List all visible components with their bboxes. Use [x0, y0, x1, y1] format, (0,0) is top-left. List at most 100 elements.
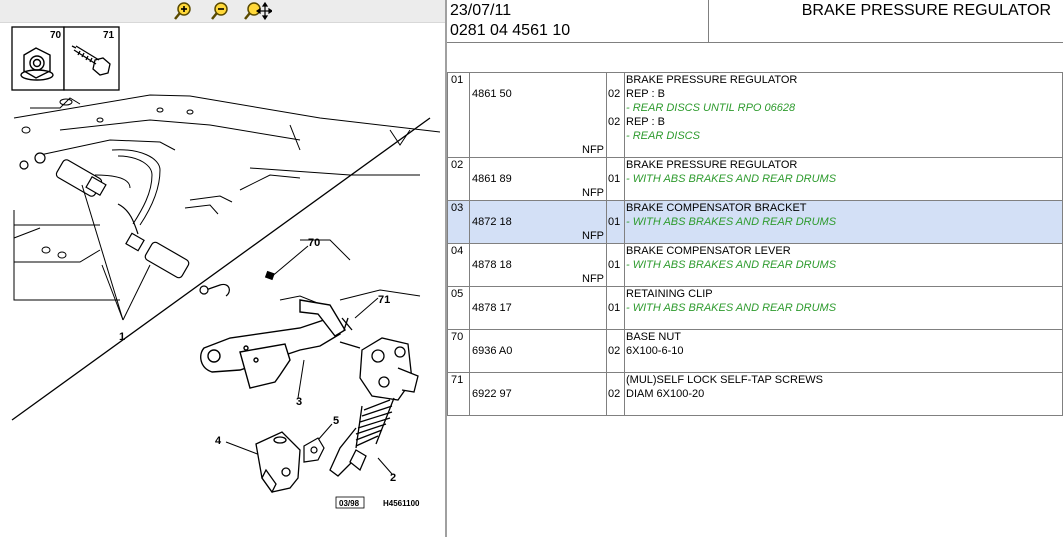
exploded-parts-diagram: 70 71 [11, 26, 441, 509]
header-divider [447, 42, 1063, 43]
quantity [608, 287, 624, 301]
nfp-flag: NFP [582, 273, 604, 285]
quantity [608, 401, 624, 415]
row-quantity-cell: 01 [606, 243, 625, 287]
quantity: 02 [608, 88, 621, 100]
description-text [626, 186, 1062, 200]
quantity [608, 373, 624, 387]
callout-70: 70 [308, 237, 320, 249]
condition-text: - WITH ABS BRAKES AND REAR DRUMS [626, 259, 837, 271]
quantity: 02 [608, 388, 621, 400]
header-reference: 0281 04 4561 10 [450, 22, 571, 39]
callout-71: 71 [378, 294, 390, 306]
toolbar [0, 0, 445, 23]
part-number[interactable]: 6936 A0 [472, 345, 513, 357]
quantity [608, 101, 624, 115]
legend-71-label: 71 [103, 30, 115, 41]
row-part-cell: 4878 18 NFP [469, 243, 607, 287]
row-quantity-cell: 01 [606, 200, 625, 244]
callout-5: 5 [333, 415, 339, 427]
row-description-cell: BRAKE COMPENSATOR BRACKET- WITH ABS BRAK… [624, 200, 1063, 244]
row-quantity-cell: 01 [606, 157, 625, 201]
pressure-regulator [329, 337, 419, 477]
quantity [608, 73, 624, 87]
row-part-cell: 4861 50 NFP [469, 72, 607, 158]
quantity [608, 272, 624, 286]
row-quantity-cell: 02 [606, 372, 625, 416]
header-date: 23/07/11 [450, 2, 512, 19]
row-description-cell: BRAKE PRESSURE REGULATOR - WITH ABS BRAKE… [624, 157, 1063, 201]
zoom-in-icon [174, 2, 191, 20]
description-text [626, 401, 1062, 415]
vehicle-floor-panel [11, 94, 441, 421]
description-text: (MUL)SELF LOCK SELF-TAP SCREWS [626, 374, 824, 386]
flange-nut-icon [20, 47, 54, 81]
callout-leaders [81, 184, 393, 475]
zoom-in-button[interactable] [174, 1, 192, 21]
part-number[interactable]: 4861 89 [472, 173, 512, 185]
part-number[interactable]: 4861 50 [472, 88, 512, 100]
nut-70 [264, 270, 275, 281]
legend-box-70[interactable]: 70 [11, 26, 65, 91]
row-index: 03 [447, 200, 470, 244]
regulator-spring [355, 397, 395, 449]
condition-text: - WITH ABS BRAKES AND REAR DRUMS [626, 173, 837, 185]
quantity [608, 315, 624, 329]
part-number[interactable]: 4872 18 [472, 216, 512, 228]
nfp-flag: NFP [582, 144, 604, 156]
part-number[interactable]: 4878 17 [472, 302, 512, 314]
row-index: 04 [447, 243, 470, 287]
quantity: 01 [608, 216, 621, 228]
description-text: BRAKE PRESSURE REGULATOR [626, 159, 798, 171]
condition-text: - REAR DISCS [626, 130, 700, 142]
legend-box-71[interactable]: 71 [63, 26, 120, 91]
nfp-flag: NFP [582, 187, 604, 199]
page-title: BRAKE PRESSURE REGULATOR [801, 2, 1051, 19]
callout-1: 1 [119, 331, 125, 343]
compensator-lever [255, 431, 301, 494]
callout-3: 3 [296, 396, 302, 408]
row-part-cell: 4861 89 NFP [469, 157, 607, 201]
description-text: BASE NUT [626, 331, 682, 343]
compensator-bracket [200, 299, 361, 389]
condition-text: - WITH ABS BRAKES AND REAR DRUMS [626, 216, 837, 228]
row-index: 71 [447, 372, 470, 416]
quantity [608, 129, 624, 143]
quantity: 01 [608, 259, 621, 271]
row-index: 01 [447, 72, 470, 158]
screw-71 [341, 317, 353, 331]
quantity [608, 244, 624, 258]
condition-text: - REAR DISCS UNTIL RPO 06628 [626, 102, 796, 114]
quantity [608, 358, 624, 372]
row-index: 05 [447, 286, 470, 330]
description-text [626, 272, 1062, 286]
description-text: REP : B [626, 116, 665, 128]
zoom-out-icon [211, 2, 228, 20]
pane-divider[interactable] [445, 0, 447, 537]
brake-line-unions [19, 152, 230, 297]
diagram-pane: 70 71 [0, 0, 445, 537]
diagram-reference: H4561100 [383, 499, 420, 508]
pan-zoom-button[interactable] [244, 1, 274, 21]
zoom-move-icon [244, 1, 274, 21]
quantity [608, 158, 624, 172]
quantity [608, 229, 624, 243]
zoom-out-button[interactable] [211, 1, 229, 21]
row-description-cell: RETAINING CLIP- WITH ABS BRAKES AND REAR… [624, 286, 1063, 330]
description-text: BRAKE COMPENSATOR LEVER [626, 245, 791, 257]
description-text: RETAINING CLIP [626, 288, 713, 300]
part-number[interactable]: 4878 18 [472, 259, 512, 271]
row-quantity-cell: 02 [606, 329, 625, 373]
part-number[interactable]: 6922 97 [472, 388, 512, 400]
